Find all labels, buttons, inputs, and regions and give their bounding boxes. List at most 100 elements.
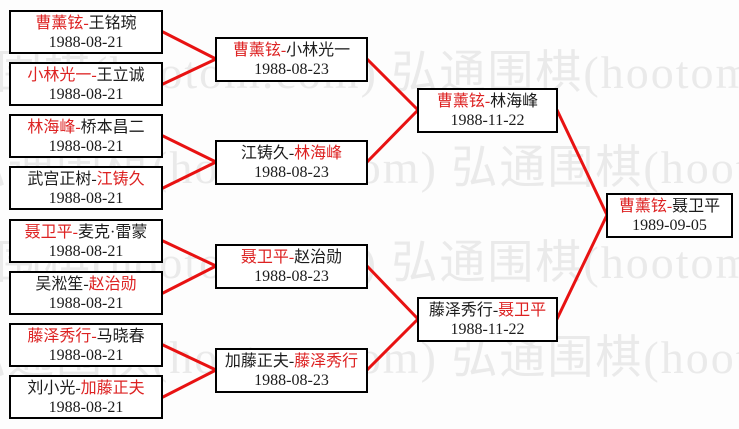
name-separator: - — [280, 42, 287, 59]
connector-line — [161, 343, 218, 372]
match-r1-7: 藤泽秀行-马晓春 1988-08-21 — [9, 323, 163, 367]
match-r1-8: 刘小光-加藤正夫 1988-08-21 — [9, 375, 163, 419]
player2-name: 林海峰 — [294, 145, 343, 162]
match-date: 1988-08-21 — [48, 190, 124, 207]
name-separator: - — [288, 353, 295, 370]
player2-name: 聂卫平 — [672, 198, 721, 215]
name-separator: - — [91, 328, 97, 345]
name-separator: - — [72, 224, 78, 241]
player1-name: 藤泽秀行 — [428, 302, 493, 319]
name-separator: - — [288, 249, 295, 266]
name-separator: - — [83, 15, 89, 32]
match-date: 1988-08-21 — [48, 34, 124, 51]
match-title: 聂卫平-麦克·雷蒙 — [11, 223, 161, 242]
match-title: 吴淞笙-赵治勋 — [11, 275, 161, 294]
player2-name: 小林光一 — [286, 42, 351, 59]
player1-name: 聂卫平 — [24, 224, 73, 241]
player1-name: 林海峰 — [27, 119, 76, 136]
match-r2-1: 曹薰铉-小林光一 1988-08-23 — [215, 37, 368, 82]
player1-name: 曹薰铉 — [618, 198, 667, 215]
connector-line — [555, 108, 609, 217]
player1-name: 武宫正树 — [27, 171, 92, 188]
connector-line — [161, 239, 218, 268]
match-title: 小林光一-王立诚 — [11, 66, 161, 85]
match-title: 武宫正树-江铸久 — [11, 170, 161, 189]
match-r1-5: 聂卫平-麦克·雷蒙 1988-08-21 — [9, 219, 163, 263]
name-separator: - — [91, 67, 97, 84]
player1-name: 聂卫平 — [240, 249, 289, 266]
name-separator: - — [288, 145, 295, 162]
name-separator: - — [75, 119, 81, 136]
connector-line — [365, 264, 420, 321]
player1-name: 曹薰铉 — [232, 42, 281, 59]
player2-name: 王铭琬 — [88, 15, 137, 32]
match-r2-3: 聂卫平-赵治勋 1988-08-23 — [215, 244, 368, 289]
match-title: 藤泽秀行-马晓春 — [11, 327, 161, 346]
connector-line — [365, 57, 420, 112]
player2-name: 赵治勋 — [88, 276, 137, 293]
player2-name: 林海峰 — [490, 93, 539, 110]
match-title: 刘小光-加藤正夫 — [11, 379, 161, 398]
connector-line — [161, 264, 218, 295]
match-sf-1: 曹薰铉-林海峰 1988-11-22 — [417, 88, 558, 133]
match-date: 1988-08-23 — [254, 372, 329, 389]
player1-name: 江铸久 — [240, 145, 289, 162]
connector-line — [365, 317, 420, 372]
match-title: 曹薰铉-王铭琬 — [11, 14, 161, 33]
match-date: 1988-08-23 — [254, 164, 329, 181]
name-separator: - — [75, 380, 81, 397]
player2-name: 藤泽秀行 — [294, 353, 359, 370]
match-final: 曹薰铉-聂卫平 1989-09-05 — [606, 193, 733, 238]
match-r1-1: 曹薰铉-王铭琬 1988-08-21 — [9, 10, 163, 54]
match-date: 1988-11-22 — [450, 321, 525, 338]
match-date: 1988-11-22 — [450, 112, 525, 129]
player2-name: 加藤正夫 — [80, 380, 145, 397]
match-date: 1988-08-21 — [48, 347, 124, 364]
name-separator: - — [83, 276, 89, 293]
connector-line — [161, 57, 218, 86]
match-r2-2: 江铸久-林海峰 1988-08-23 — [215, 140, 368, 185]
match-date: 1988-08-23 — [254, 268, 329, 285]
player1-name: 加藤正夫 — [224, 353, 289, 370]
match-date: 1988-08-23 — [254, 61, 329, 78]
connector-line — [161, 160, 218, 190]
match-title: 藤泽秀行-聂卫平 — [419, 301, 556, 320]
player1-name: 小林光一 — [27, 67, 92, 84]
match-date: 1988-08-21 — [48, 243, 124, 260]
player2-name: 麦克·雷蒙 — [78, 224, 148, 241]
match-r1-3: 林海峰-桥本昌二 1988-08-21 — [9, 114, 163, 158]
match-title: 林海峰-桥本昌二 — [11, 118, 161, 137]
match-title: 曹薰铉-小林光一 — [217, 41, 366, 60]
connector-line — [161, 368, 218, 399]
player2-name: 聂卫平 — [498, 302, 547, 319]
match-date: 1988-08-21 — [48, 138, 124, 155]
player2-name: 马晓春 — [96, 328, 145, 345]
watermark-row: 弘通围棋(hootom.com) 弘通围棋(hootom.com) — [5, 416, 739, 429]
match-date: 1988-08-21 — [48, 399, 124, 416]
name-separator: - — [666, 198, 673, 215]
connector-line — [161, 134, 218, 164]
name-separator: - — [91, 171, 97, 188]
match-title: 加藤正夫-藤泽秀行 — [217, 352, 366, 371]
match-r2-4: 加藤正夫-藤泽秀行 1988-08-23 — [215, 348, 368, 393]
match-date: 1988-08-21 — [48, 295, 124, 312]
name-separator: - — [484, 93, 491, 110]
player2-name: 赵治勋 — [294, 249, 343, 266]
match-title: 曹薰铉-聂卫平 — [608, 197, 731, 216]
player1-name: 吴淞笙 — [35, 276, 84, 293]
match-title: 聂卫平-赵治勋 — [217, 248, 366, 267]
match-title: 曹薰铉-林海峰 — [419, 92, 556, 111]
match-sf-2: 藤泽秀行-聂卫平 1988-11-22 — [417, 297, 558, 342]
player1-name: 藤泽秀行 — [27, 328, 92, 345]
connector-line — [555, 213, 609, 321]
name-separator: - — [492, 302, 499, 319]
match-date: 1989-09-05 — [632, 217, 707, 234]
connector-line — [365, 108, 420, 164]
player1-name: 曹薰铉 — [35, 15, 84, 32]
match-r1-6: 吴淞笙-赵治勋 1988-08-21 — [9, 271, 163, 315]
player2-name: 桥本昌二 — [80, 119, 145, 136]
player2-name: 江铸久 — [96, 171, 145, 188]
match-r1-2: 小林光一-王立诚 1988-08-21 — [9, 62, 163, 106]
